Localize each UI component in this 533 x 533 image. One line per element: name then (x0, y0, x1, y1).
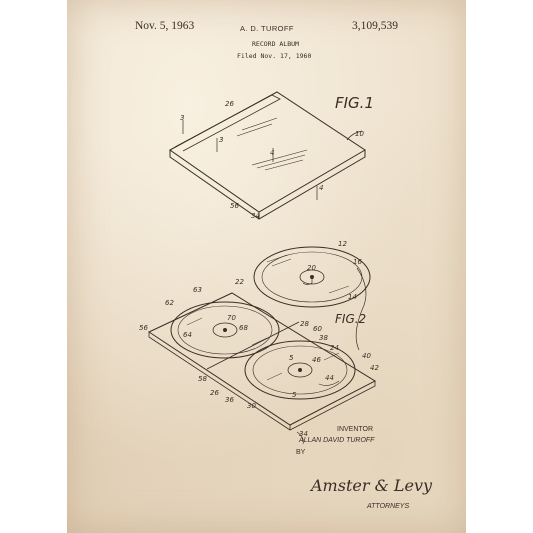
fig1-ref: 56 (230, 202, 239, 210)
album-side (169, 150, 366, 220)
fig2-ref: 64 (183, 331, 192, 339)
attorney-signature: Amster & Levy (311, 476, 433, 495)
fig2-ref: 5 (292, 391, 297, 399)
album-hatching (236, 117, 308, 171)
inventor-short-name: A. D. TUROFF (240, 24, 294, 33)
fig2-ref: 14 (348, 293, 357, 301)
fig2-ref: 38 (319, 334, 328, 342)
fig1-label: FIG.1 (335, 94, 374, 112)
patent-number: 3,109,539 (352, 20, 398, 32)
fig2-ref: 56 (139, 324, 148, 332)
fig2-ref: 70 (227, 314, 236, 322)
fig2-ref: 22 (235, 278, 244, 286)
fig1-ref: 4 (319, 184, 323, 192)
by-label: BY (296, 449, 306, 456)
right-record-well (244, 340, 356, 400)
fig2-ref: 24 (330, 344, 339, 352)
fig1-ref: 10 (355, 130, 364, 138)
fig2-label: FIG.2 (335, 312, 367, 326)
inventor-name: ALLAN DAVID TUROFF (299, 437, 375, 444)
fig2-album-drawing (147, 246, 377, 445)
fig2-ref: 28 (300, 320, 309, 328)
fig2-ref: 16 (353, 258, 362, 266)
fig2-ref: 62 (165, 299, 174, 307)
attorneys-label: ATTORNEYS (367, 503, 410, 510)
fig1-ref: 26 (225, 100, 234, 108)
patent-date: Nov. 5, 1963 (135, 20, 195, 32)
fig1-album-drawing (169, 91, 366, 220)
fig2-ref: 44 (325, 374, 334, 382)
fig2-ref: 26 (210, 389, 219, 397)
filed-date: Filed Nov. 17, 1960 (237, 52, 312, 60)
fig2-ref: 58 (198, 375, 207, 383)
fig2-ref: 60 (313, 325, 322, 333)
fig2-ref: 46 (312, 356, 321, 364)
fig1-ref: 3 (219, 136, 223, 144)
patent-sheet: Nov. 5, 1963 A. D. TUROFF 3,109,539 RECO… (67, 0, 466, 533)
loose-record (253, 246, 371, 308)
album-spine (174, 94, 281, 152)
fig1-ref: 3 (180, 114, 184, 122)
fig1-ref: 34 (251, 212, 260, 220)
fig1-ref: 4 (270, 149, 274, 157)
patent-drawing: 26 3 3 4 4 10 56 34 (139, 91, 379, 445)
inventor-label: INVENTOR (337, 426, 374, 433)
fig2-ref: 40 (362, 352, 371, 360)
left-record-well (170, 301, 280, 359)
album-fold (206, 321, 300, 370)
fig2-ref: 68 (239, 324, 248, 332)
fig2-ref: 63 (193, 286, 202, 294)
fig2-ref: 12 (338, 240, 347, 248)
fig2-ref: 36 (225, 396, 234, 404)
patent-title: RECORD ALBUM (252, 40, 299, 48)
fig2-ref: 42 (370, 364, 379, 372)
fig2-ref: 20 (307, 264, 316, 272)
fig2-ref: 5 (289, 354, 294, 362)
fig2-ref: 30 (247, 402, 256, 410)
fig2-ref: 34 (299, 430, 308, 438)
